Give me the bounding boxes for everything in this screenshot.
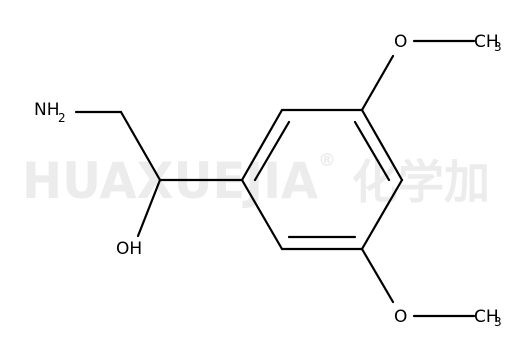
bond-ring-to-o-top — [360, 54, 395, 112]
nh-text: NH — [34, 100, 60, 120]
watermark-registered-mark: ® — [318, 150, 336, 171]
watermark: HUAXUEJIA ® 化学加 — [22, 150, 490, 210]
ring-bond-3 — [360, 108, 404, 182]
oxygen-bottom-text: O — [394, 307, 407, 327]
methyl-top-text: CH — [474, 32, 499, 52]
oxygen-top-text: O — [394, 32, 407, 52]
ring-double-bond-inner-2 — [353, 120, 391, 182]
ring-bond-4 — [360, 178, 404, 251]
side-chain — [74, 110, 244, 238]
watermark-cjk: 化学加 — [352, 155, 490, 209]
methoxy-bottom-label: O CH 3 — [394, 307, 502, 329]
bond-carbinol-to-oh — [136, 178, 162, 238]
methoxy-bonds — [360, 39, 476, 318]
amine-label: NH 2 — [34, 100, 66, 125]
bond-carbinol-to-ch2 — [119, 110, 162, 182]
bond-ring-to-o-bottom — [360, 247, 395, 304]
ring-double-bond-inner-1 — [253, 120, 291, 182]
methoxy-top-label: O CH 3 — [394, 32, 502, 54]
methyl-bottom-text: CH — [474, 307, 499, 327]
methyl-bottom-subscript: 3 — [494, 315, 502, 329]
benzene-ring — [240, 108, 404, 251]
nh2-subscript: 2 — [58, 111, 66, 125]
ring-bond-6 — [240, 178, 284, 251]
ring-bond-1 — [240, 108, 284, 182]
hydroxyl-label: OH — [116, 239, 142, 259]
methyl-top-subscript: 3 — [494, 40, 502, 54]
